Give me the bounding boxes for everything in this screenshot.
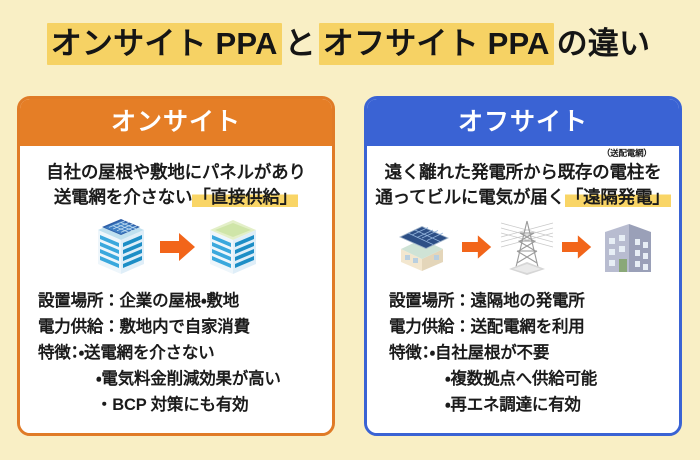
offsite-lead-line-2-plain: 通ってビルに電気が届く bbox=[375, 187, 565, 207]
offsite-feature-2: ・複数拠点へ供給可能 bbox=[445, 370, 598, 388]
offsite-ruby-base: 電柱 bbox=[609, 162, 645, 182]
offsite-lead-line-2: 通ってビルに電気が届く「遠隔発電」 bbox=[367, 185, 679, 210]
transmission-tower-icon bbox=[499, 217, 555, 282]
onsite-lead-highlight: 「直接供給」 bbox=[192, 187, 299, 207]
panel-onsite-illustration bbox=[20, 216, 332, 282]
panel-offsite-specs: 設置場所：遠隔地の発電所 電力供給：送配電網を利用 特徴：・自社屋根が不要 ・複… bbox=[367, 288, 679, 418]
panel-offsite-illustration bbox=[367, 216, 679, 282]
panel-onsite-lead: 自社の屋根や敷地にパネルがあり 送電網を介さない「直接供給」 bbox=[20, 160, 332, 210]
offsite-spec-supply: 電力供給：送配電網を利用 bbox=[389, 318, 585, 336]
panel-offsite-heading: オフサイト bbox=[367, 99, 679, 146]
office-building-icon bbox=[206, 216, 260, 283]
panel-offsite-lead: 遠く離れた発電所から既存の （送配電網） 電柱を 通ってビルに電気が届く「遠隔発電」 bbox=[367, 148, 679, 210]
panel-onsite-body: 自社の屋根や敷地にパネルがあり 送電網を介さない「直接供給」 bbox=[20, 160, 332, 433]
offsite-spec-feature: 特徴：・自社屋根が不要 bbox=[389, 344, 550, 362]
offsite-lead-highlight: 「遠隔発電」 bbox=[564, 187, 671, 207]
onsite-spec-supply: 電力供給：敷地内で自家消費 bbox=[38, 318, 250, 336]
panel-offsite: オフサイト 遠く離れた発電所から既存の （送配電網） 電柱を 通ってビルに電気が届く… bbox=[364, 96, 682, 436]
onsite-feature-3: ・BCP 対策にも有効 bbox=[96, 396, 249, 414]
title-segment-offsite: オフサイト PPA bbox=[318, 23, 554, 65]
onsite-lead-line-2: 送電網を介さない「直接供給」 bbox=[20, 185, 332, 210]
onsite-lead-line-2-plain: 送電網を介さない bbox=[53, 187, 193, 207]
office-building-icon bbox=[599, 218, 657, 281]
title-segment-onsite: オンサイト PPA bbox=[46, 23, 282, 65]
panel-offsite-body: 遠く離れた発電所から既存の （送配電網） 電柱を 通ってビルに電気が届く「遠隔発電」 bbox=[367, 148, 679, 433]
offsite-lead-1b: を bbox=[644, 162, 662, 182]
onsite-feature-2: ・電気料金削減効果が高い bbox=[96, 370, 281, 388]
onsite-spec-location: 設置場所：企業の屋根・敷地 bbox=[38, 292, 240, 310]
offsite-ruby-annotation: （送配電網） bbox=[601, 148, 652, 158]
panel-onsite: オンサイト 自社の屋根や敷地にパネルがあり 送電網を介さない「直接供給」 bbox=[17, 96, 335, 436]
onsite-lead-line-1: 自社の屋根や敷地にパネルがあり bbox=[46, 162, 306, 182]
panel-onsite-heading: オンサイト bbox=[20, 99, 332, 146]
offsite-feature-3: ・再エネ調達に有効 bbox=[445, 396, 581, 414]
orange-arrow-icon bbox=[160, 231, 196, 268]
panel-onsite-specs: 設置場所：企業の屋根・敷地 電力供給：敷地内で自家消費 特徴：・送電網を介さない… bbox=[20, 288, 332, 418]
offsite-lead-1a: 遠く離れた発電所から既存の bbox=[384, 162, 610, 182]
orange-arrow-icon bbox=[562, 233, 592, 266]
offsite-lead-line-1: 遠く離れた発電所から既存の （送配電網） 電柱を bbox=[367, 148, 679, 185]
offsite-spec-location: 設置場所：遠隔地の発電所 bbox=[389, 292, 585, 310]
offsite-ruby-group: （送配電網） 電柱 bbox=[602, 148, 652, 185]
title-connector: と bbox=[284, 26, 316, 61]
onsite-spec-feature: 特徴：・送電網を介さない bbox=[38, 344, 215, 362]
title-suffix: の違い bbox=[556, 26, 651, 61]
solar-panel-building-icon bbox=[92, 216, 150, 283]
orange-arrow-icon bbox=[462, 233, 492, 266]
solar-farm-icon bbox=[389, 219, 455, 280]
